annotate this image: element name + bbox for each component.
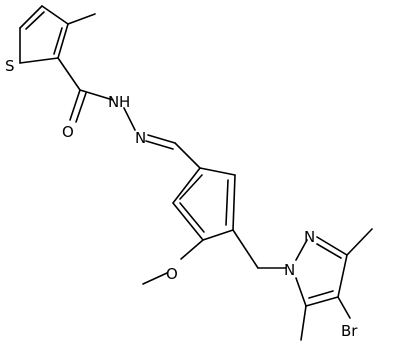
bond-ring-2-inner [225,179,229,226]
bond-ring-1 [199,167,236,176]
bond-ring-ome [180,239,204,260]
atom-labels: S O N H N O N N Br [5,57,358,340]
bond-c3-c4 [41,5,69,25]
bond-c2-c3 [19,5,43,29]
bond-c3-c4 [337,254,348,298]
atom-n2: N [135,129,146,147]
bond-c5-n1 [295,277,307,307]
atom-o1: O [62,123,74,141]
bonds [19,5,373,341]
bond-n-ch-double [145,140,174,150]
bond-ring-ch2 [232,229,259,269]
bond-carbonyl-o-double [75,92,87,123]
bond-ring-5 [172,167,201,204]
atom-n1: N [108,93,119,111]
bond-c4-c5 [57,23,69,59]
bond-nh-n [123,107,136,131]
atom-n3: N [284,261,295,279]
bond-n2-c3-double [316,243,342,259]
bond-ring-4-inner [179,202,205,233]
bond-n-ch [147,134,176,144]
bond-n1-n2 [295,239,308,261]
atom-o2: O [166,265,178,283]
bond-ring-5-inner [179,174,203,200]
bond-c4-c5 [305,296,339,307]
atom-n1-h: H [119,93,130,111]
bond-c2-c3-inner [25,11,45,30]
bond-c4-c5-inner [53,27,63,55]
bond-carbonyl-o [69,89,81,121]
bond-ring-2 [232,174,236,231]
atom-br: Br [341,322,358,340]
atom-n4: N [304,228,315,246]
atom-s1: S [5,57,15,75]
bond-c3-methyl [346,228,373,256]
bond-ring-4 [172,202,204,241]
bond-c4-br [337,296,351,319]
bond-n2-c3 [316,236,348,256]
bond-methyl-thiophene [67,13,96,25]
bond-c5-methyl [300,305,307,341]
bond-carbonyl-nh [79,89,114,101]
bond-c4-c5-double [308,290,334,299]
bond-ch-ring [174,142,201,169]
bond-c5-carbonyl [57,57,81,91]
bond-ome-ch3 [142,272,168,285]
bond-c5-s1 [19,57,59,64]
bond-ring-3 [202,229,234,241]
